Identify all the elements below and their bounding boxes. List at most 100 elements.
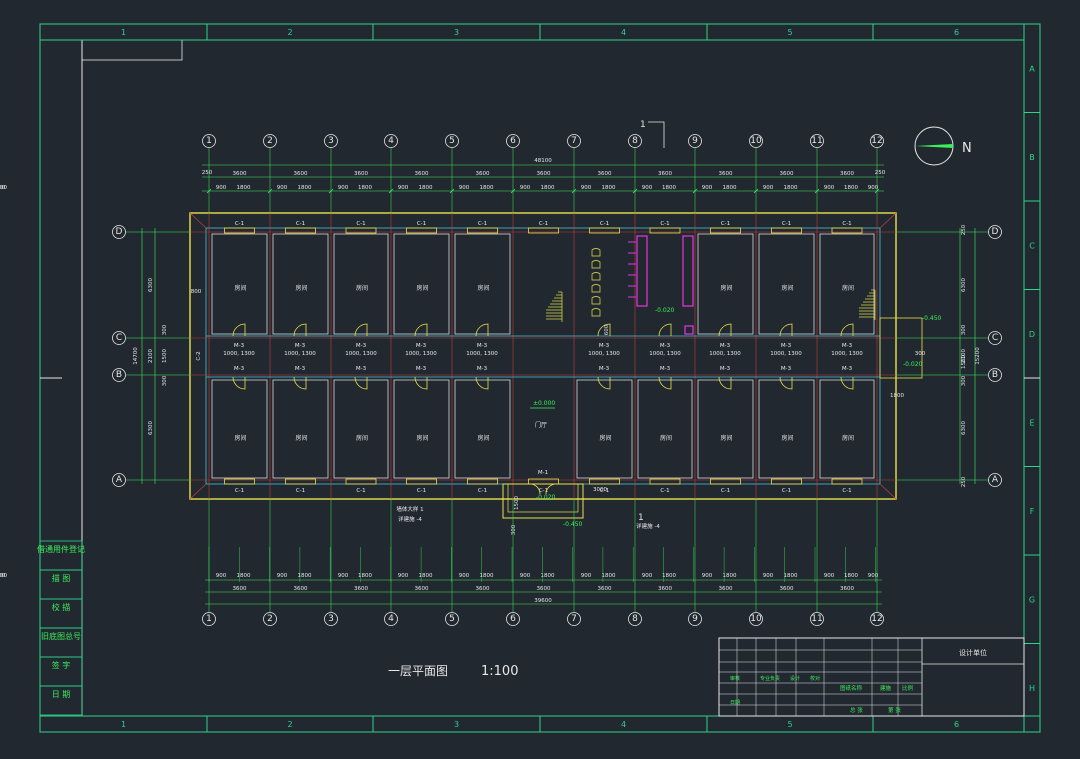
entry-door-label: M-1	[538, 470, 548, 476]
window-label-south: C-1	[842, 488, 851, 494]
axis-label-left-B: B	[116, 370, 122, 380]
axis-label-bottom-3: 3	[328, 614, 334, 624]
dim-tick-top	[632, 188, 638, 194]
door-dims: 1000, 1300	[649, 351, 681, 357]
door-swing-south	[414, 376, 428, 390]
window-north	[528, 227, 559, 234]
level-toilet: -0.020	[655, 307, 675, 314]
detail-note-3: 详建施 -4	[636, 522, 660, 530]
axis-bubble-top	[870, 134, 884, 148]
axis-label-bottom-12: 12	[871, 614, 882, 624]
detail-note-1: 墙体大样 1	[396, 505, 423, 513]
window-north	[467, 227, 498, 234]
bay-dim-top: 3600	[658, 171, 672, 177]
sub-dim-top: 1800	[358, 185, 372, 191]
overall-width-top: 48100	[534, 158, 552, 164]
window-label-south: C-1	[356, 488, 365, 494]
room-label-south: 房间	[721, 434, 733, 442]
bay-dim-bottom: 3600	[658, 586, 672, 592]
room-label-south: 房间	[356, 434, 368, 442]
door-swing-north	[658, 323, 672, 337]
sub-dim-top: 1800	[723, 185, 737, 191]
bay-dim-bottom: 3600	[537, 586, 551, 592]
window-label-south: C-1	[660, 488, 669, 494]
door-label-north: M-3	[416, 343, 427, 349]
sub-dim-bottom: 900	[277, 573, 288, 579]
axis-label-top-3: 3	[328, 136, 334, 146]
row-marker-D: D	[1029, 330, 1035, 339]
window-south	[467, 478, 498, 485]
axis-bubble-top	[567, 134, 581, 148]
door-label-north: M-3	[295, 343, 306, 349]
sub-dim-bottom: 900	[520, 573, 531, 579]
title-block-cell-designer: 设计	[790, 675, 800, 682]
hall-label: 门厅	[535, 421, 547, 429]
axis-bubble-top	[688, 134, 702, 148]
column-marker-top-4: 4	[621, 28, 626, 37]
sub-dim-bottom: 1800	[541, 573, 555, 579]
corner-diagonal	[879, 212, 897, 229]
section-number-top: 1	[640, 120, 646, 130]
left-strip-cell	[39, 685, 83, 716]
sub-dim-top: 1800	[844, 185, 858, 191]
window-south	[345, 478, 377, 485]
door-swing-north	[475, 323, 489, 337]
urinal-icon	[591, 296, 601, 305]
sub-dim-bottom: 900	[642, 573, 653, 579]
axis-label-top-7: 7	[571, 136, 577, 146]
window-label-north: C-1	[356, 221, 365, 227]
window-north	[771, 227, 802, 234]
sub-dim-top: 900	[824, 185, 835, 191]
door-dims: 1000, 1300	[831, 351, 863, 357]
axis-bubble-top	[202, 134, 216, 148]
title-block-cell-a: 建施	[880, 684, 892, 692]
axis-bubble-left	[112, 473, 126, 487]
door-swing-north	[232, 323, 246, 337]
window-label-south: C-1	[235, 488, 244, 494]
entry-dim-1500: 1500	[514, 496, 520, 510]
window-label-north: C-1	[600, 221, 609, 227]
right-dim: 250	[961, 224, 967, 235]
sub-dim-top: 900	[642, 185, 653, 191]
level-entry: -0.020	[536, 494, 556, 501]
window-label-south: C-1	[539, 488, 548, 494]
sub-dim-bottom: 900	[702, 573, 713, 579]
bay-dim-bottom: 3600	[354, 586, 368, 592]
dim-tick-top	[388, 188, 394, 194]
column-marker-bottom-4: 4	[621, 720, 626, 729]
axis-label-left-D: D	[116, 227, 123, 237]
title-block-cell-date: 日期	[730, 700, 740, 706]
sub-dim-bottom: 1800	[784, 573, 798, 579]
axis-bubble-bottom	[749, 612, 763, 626]
right-dim: 300	[961, 324, 967, 335]
dim-tick-top	[692, 188, 698, 194]
room-south	[211, 379, 268, 479]
door-label-north: M-3	[356, 343, 367, 349]
door-swing-north	[718, 323, 732, 337]
edge-dim-top-left: 250	[202, 170, 213, 176]
window-label-south: C-1	[721, 488, 730, 494]
corner-diagonal	[879, 483, 897, 500]
right-dim: 1500	[961, 355, 967, 369]
axis-label-top-11: 11	[811, 136, 822, 146]
sub-dim-bottom: 900	[824, 573, 835, 579]
bay-dim-top: 3600	[415, 171, 429, 177]
sub-dim-top: 900	[581, 185, 592, 191]
axis-bubble-bottom	[263, 612, 277, 626]
dim-tick-top	[510, 188, 516, 194]
left-dim-800: 800	[191, 289, 202, 295]
room-label-south: 房间	[600, 434, 612, 442]
room-label-south: 房间	[782, 434, 794, 442]
door-swing-south	[232, 376, 246, 390]
door-label-north: M-3	[234, 343, 245, 349]
urinal-icon	[591, 260, 601, 269]
column-marker-bottom-2: 2	[287, 720, 292, 729]
bay-dim-top: 3600	[476, 171, 490, 177]
floor-drain-icon	[684, 325, 694, 335]
room-label-north: 房间	[478, 284, 490, 292]
axis-bubble-right	[988, 225, 1002, 239]
right-dim: 6300	[961, 421, 967, 435]
corner-diagonal	[189, 212, 207, 229]
room-label-north: 房间	[235, 284, 247, 292]
